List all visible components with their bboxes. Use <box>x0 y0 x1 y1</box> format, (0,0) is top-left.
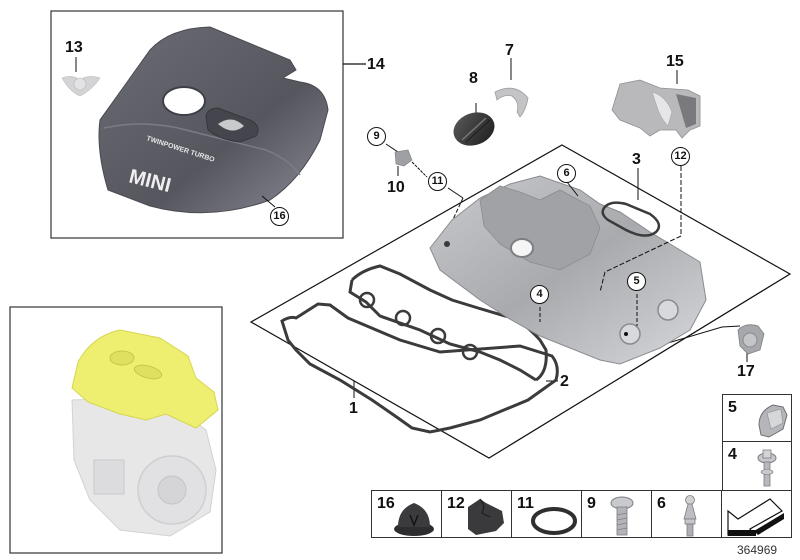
sensor-part-17 <box>737 324 765 355</box>
oil-cap-part-8 <box>453 103 495 146</box>
engine-cover-part-14: TWINPOWER TURBO MINI <box>98 26 329 214</box>
callout-14: 14 <box>367 56 385 73</box>
engine-cover-frame <box>50 10 366 239</box>
callout-2: 2 <box>560 373 569 390</box>
bracket-cover-part-15 <box>611 70 701 139</box>
grommet-icon <box>394 503 434 536</box>
orientation-arrow-icon <box>727 498 784 536</box>
gasket-part-3 <box>601 168 661 237</box>
callout-11-circled: 11 <box>428 172 447 191</box>
small-part-box-11: 11 <box>511 490 582 538</box>
o-ring-icon <box>531 507 577 535</box>
locator-frame <box>9 306 223 554</box>
ball-stud-icon <box>683 495 697 537</box>
callout-13: 13 <box>65 39 83 56</box>
callout-12-circled: 12 <box>671 147 690 166</box>
document-number: 364969 <box>737 543 778 557</box>
valve-cover-body <box>429 166 707 365</box>
small-part-number: 6 <box>657 495 666 512</box>
small-part-number: 12 <box>447 495 465 512</box>
small-part-box-4: 4 <box>722 441 792 491</box>
small-part-number: 4 <box>728 446 737 463</box>
callout-4-circled: 4 <box>530 285 549 304</box>
small-part-number: 16 <box>377 495 395 512</box>
bolt-icon <box>757 449 777 487</box>
gasket-part-1 <box>280 302 559 434</box>
callout-3: 3 <box>632 151 641 168</box>
small-part-number: 11 <box>517 495 534 512</box>
seal-ring-part-7 <box>494 58 529 118</box>
bushing-icon <box>468 498 504 535</box>
callout-1: 1 <box>349 400 358 417</box>
small-part-number: 9 <box>587 495 596 512</box>
callout-9-circled: 9 <box>367 127 386 146</box>
callout-5-circled: 5 <box>627 272 646 291</box>
small-part-box-5: 5 <box>722 394 792 442</box>
screw-icon <box>610 496 634 536</box>
valve-part-10 <box>385 143 464 231</box>
orientation-arrow-box <box>721 490 792 538</box>
small-part-box-16: 16 <box>371 490 442 538</box>
callout-15: 15 <box>666 53 684 70</box>
callout-10: 10 <box>387 179 405 196</box>
emblem-part-13 <box>61 57 101 97</box>
callout-7: 7 <box>505 42 514 59</box>
callout-16-circled: 16 <box>270 207 289 226</box>
callout-8: 8 <box>469 70 478 87</box>
small-part-box-12: 12 <box>441 490 512 538</box>
clip-icon <box>758 404 788 438</box>
small-part-box-6: 6 <box>651 490 722 538</box>
callout-17: 17 <box>737 363 755 380</box>
callout-6-circled: 6 <box>557 164 576 183</box>
small-part-box-9: 9 <box>581 490 652 538</box>
small-part-number: 5 <box>728 399 737 416</box>
